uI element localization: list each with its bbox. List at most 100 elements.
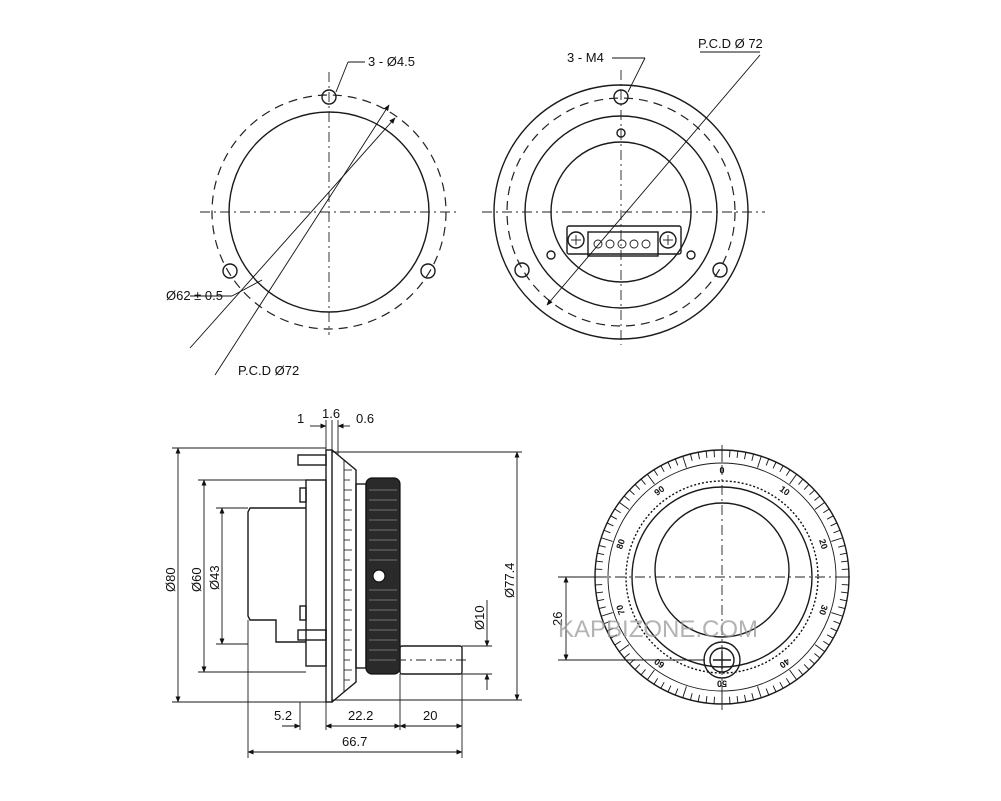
dial-tick — [840, 591, 849, 594]
label-dim-0-6: 0.6 — [356, 411, 374, 426]
dial-tick — [674, 458, 679, 466]
mount-plate — [305, 479, 327, 667]
dial-tick — [640, 478, 646, 485]
dial-tick — [653, 678, 659, 685]
dial-tick — [689, 693, 693, 701]
dial-tick — [610, 515, 618, 520]
dial-tick — [598, 544, 606, 548]
dial-tick — [779, 681, 784, 689]
label-rear-pcd: P.C.D Ø 72 — [698, 36, 763, 51]
connector-block — [587, 231, 659, 257]
rear-view: 3 - M4 P.C.D Ø 72 — [482, 36, 765, 345]
dial-tick — [601, 537, 613, 542]
dial-tick — [830, 627, 838, 632]
leader-62-b — [231, 279, 263, 297]
label-dim-60: Ø60 — [189, 567, 204, 592]
dial-tick — [603, 620, 611, 625]
dial-tick — [618, 644, 630, 653]
dial-tick — [597, 599, 605, 602]
watermark: KAPBIZONE.COM — [558, 616, 758, 643]
dial-tick — [814, 495, 821, 501]
thread-hole-left — [514, 262, 530, 278]
label-dim-5-2: 5.2 — [274, 708, 292, 723]
dial-tick — [606, 627, 614, 632]
dial-tick — [765, 458, 770, 466]
dial-tick — [833, 529, 841, 534]
dial-tick — [814, 644, 826, 653]
label-thread: 3 - M4 — [567, 50, 604, 65]
dial-number: 20 — [817, 538, 830, 551]
dial-tick — [640, 669, 646, 676]
label-dim-26: 26 — [550, 612, 565, 626]
knob-hub — [355, 483, 367, 669]
dial-tick — [597, 552, 605, 555]
dial-tick — [660, 681, 665, 689]
mount-hole-left — [222, 263, 238, 279]
label-dim-1: 1 — [297, 411, 304, 426]
small-hole-left — [546, 250, 556, 260]
dial-tick — [798, 669, 804, 676]
dim-line-rear-pcd — [546, 54, 761, 306]
leader-thread — [627, 57, 646, 93]
front-panel — [325, 449, 333, 703]
dial-tick — [667, 685, 672, 693]
plate-step-bottom — [299, 605, 307, 621]
dim-line-62 — [189, 117, 396, 349]
knurl-lines — [369, 489, 397, 661]
dial-tick — [823, 508, 830, 514]
dial-tick — [623, 495, 630, 501]
side-view: Ø80 Ø60 Ø43 Ø77.4 Ø10 1 1.6 0.6 — [163, 406, 522, 758]
dial-tick — [809, 658, 815, 665]
label-pcd-72: P.C.D Ø72 — [238, 363, 299, 378]
dial-tick — [606, 522, 614, 527]
dial-tick — [736, 450, 739, 459]
dial-tick — [653, 469, 659, 476]
dial-tick — [831, 612, 843, 617]
dial-tick — [833, 620, 841, 625]
dial-tick — [634, 664, 641, 670]
dial-tick — [610, 634, 618, 639]
dial-number: 50 — [717, 679, 727, 689]
dial-tick — [646, 473, 655, 485]
dial-tick — [682, 456, 687, 468]
dial-tick — [751, 453, 755, 461]
dial-tick — [779, 465, 784, 473]
label-dim-77-4: Ø77.4 — [502, 563, 517, 598]
dial-center-cap — [654, 502, 790, 638]
dial-tick — [614, 640, 621, 646]
dial-tick — [736, 695, 739, 704]
dial-tick — [823, 640, 830, 646]
small-hole-right — [686, 250, 696, 260]
dial-tick — [634, 484, 641, 490]
dial-tick — [603, 529, 611, 534]
dial-tick — [803, 484, 810, 490]
dial-tick — [744, 452, 747, 460]
dial-tick — [629, 489, 635, 496]
dial-tick — [667, 461, 672, 469]
dial-tick — [595, 560, 604, 563]
dial-ticks — [595, 450, 849, 704]
dial-tick — [757, 456, 762, 468]
dial-tick — [772, 685, 777, 693]
dial-number: 30 — [817, 604, 830, 617]
connector-body — [566, 225, 682, 255]
dial-tick — [623, 653, 630, 659]
dial-tick — [826, 515, 834, 520]
dial-tick — [789, 473, 798, 485]
dial-number: 70 — [614, 604, 627, 617]
dial-number: 60 — [652, 656, 666, 670]
label-dim-10: Ø10 — [472, 605, 487, 630]
set-screw-icon — [372, 569, 386, 583]
label-holes: 3 - Ø4.5 — [368, 54, 415, 69]
rear-pcd-circle — [506, 97, 736, 327]
dial-tick — [830, 522, 838, 527]
dial-tick — [765, 688, 770, 696]
dial-number: 40 — [778, 656, 792, 670]
dial-tick — [744, 694, 747, 702]
plate-step-top — [299, 487, 307, 503]
dial-tick — [798, 478, 804, 485]
mount-hole-top — [321, 89, 337, 105]
stud-bottom — [297, 629, 327, 641]
dial-tick — [618, 501, 630, 510]
